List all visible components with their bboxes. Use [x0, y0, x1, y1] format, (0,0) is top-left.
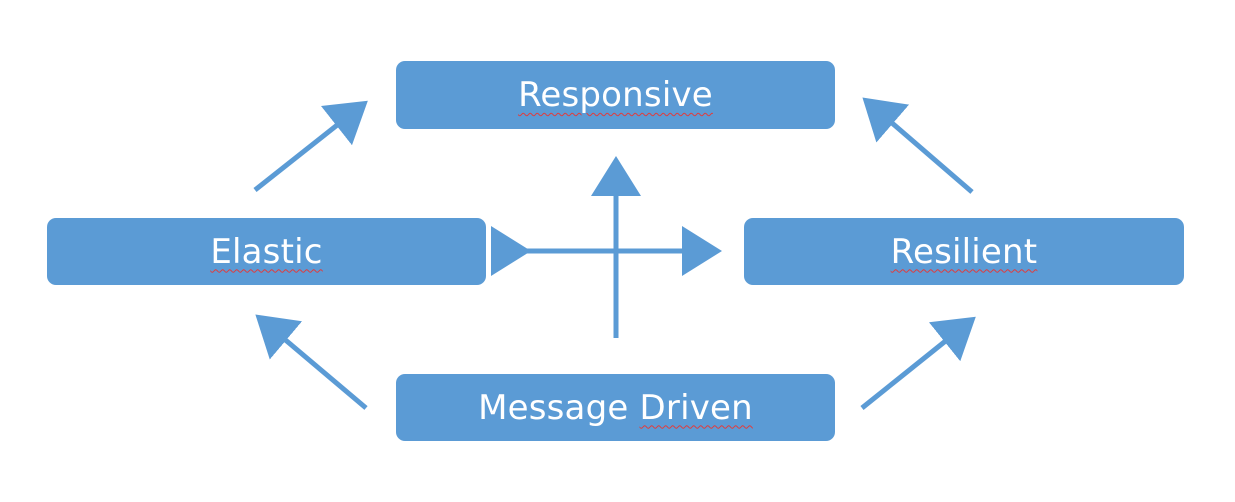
node-message-driven-label-part1: Message [478, 387, 640, 428]
arrow-resilient-to-responsive [862, 97, 974, 194]
node-elastic: Elastic [47, 218, 486, 285]
node-message-driven-label: Message Driven [478, 391, 753, 425]
arrow-elastic-to-responsive [253, 100, 368, 192]
node-elastic-label: Elastic [210, 231, 323, 272]
node-responsive: Responsive [396, 61, 835, 129]
node-resilient: Resilient [744, 218, 1184, 285]
node-message-driven: Message Driven [396, 374, 835, 441]
arrow-message-to-elastic [255, 314, 368, 410]
node-resilient-label: Resilient [890, 231, 1038, 272]
node-responsive-label: Responsive [518, 75, 713, 115]
arrow-message-to-resilient [860, 316, 976, 410]
node-message-driven-label-part2: Driven [639, 387, 753, 428]
